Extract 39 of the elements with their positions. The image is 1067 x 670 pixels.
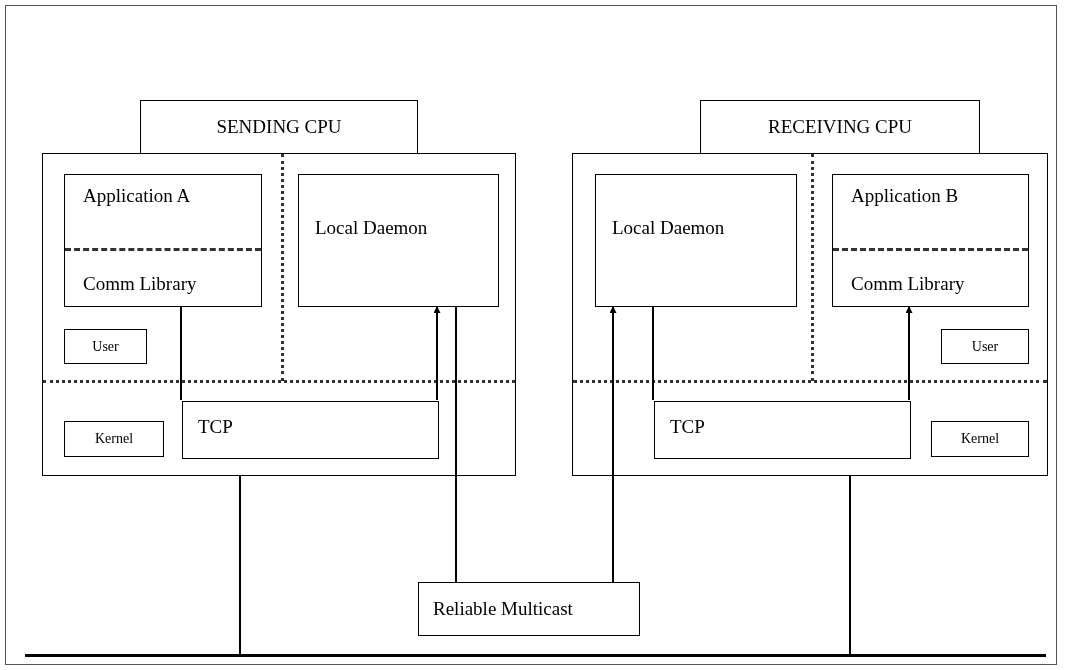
cpu-box: [572, 153, 1048, 476]
box-label: User: [971, 338, 999, 356]
cpu-title-tab: [700, 100, 980, 154]
cpu-box: [42, 153, 516, 476]
box-label: RECEIVING CPU: [767, 116, 913, 138]
user-box: [64, 329, 147, 364]
user-box: [941, 329, 1029, 364]
box-label: Comm Library: [851, 273, 965, 295]
arrow: [433, 305, 441, 401]
box-label: TCP: [670, 416, 705, 438]
connector-line: [239, 475, 241, 655]
kernel-box: [64, 421, 164, 457]
box-label: SENDING CPU: [216, 116, 342, 138]
arrow: [609, 305, 617, 583]
connector-line: [455, 305, 457, 583]
arrow: [905, 305, 913, 401]
application-box: [832, 174, 1029, 307]
box-label: Reliable Multicast: [433, 598, 573, 620]
tcp-box: [654, 401, 911, 459]
network-bus-line: [25, 654, 1046, 657]
kernel-box: [931, 421, 1029, 457]
application-box: [64, 174, 262, 307]
connector-line: [652, 305, 654, 401]
box-label: Local Daemon: [612, 217, 725, 239]
daemon-box: [595, 174, 797, 307]
box-label: Application A: [83, 185, 191, 207]
box-label: User: [92, 338, 119, 356]
box-label: Comm Library: [83, 273, 197, 295]
connector-line: [849, 475, 851, 655]
daemon-box: [298, 174, 499, 307]
tcp-box: [182, 401, 439, 459]
cpu-title-tab: [140, 100, 418, 154]
multicast-box: [418, 582, 640, 636]
box-label: Kernel: [960, 430, 1000, 448]
box-label: Kernel: [94, 430, 134, 448]
box-label: Application B: [851, 185, 959, 207]
box-label: TCP: [198, 416, 233, 438]
connector-line: [180, 305, 182, 401]
box-label: Local Daemon: [315, 217, 428, 239]
